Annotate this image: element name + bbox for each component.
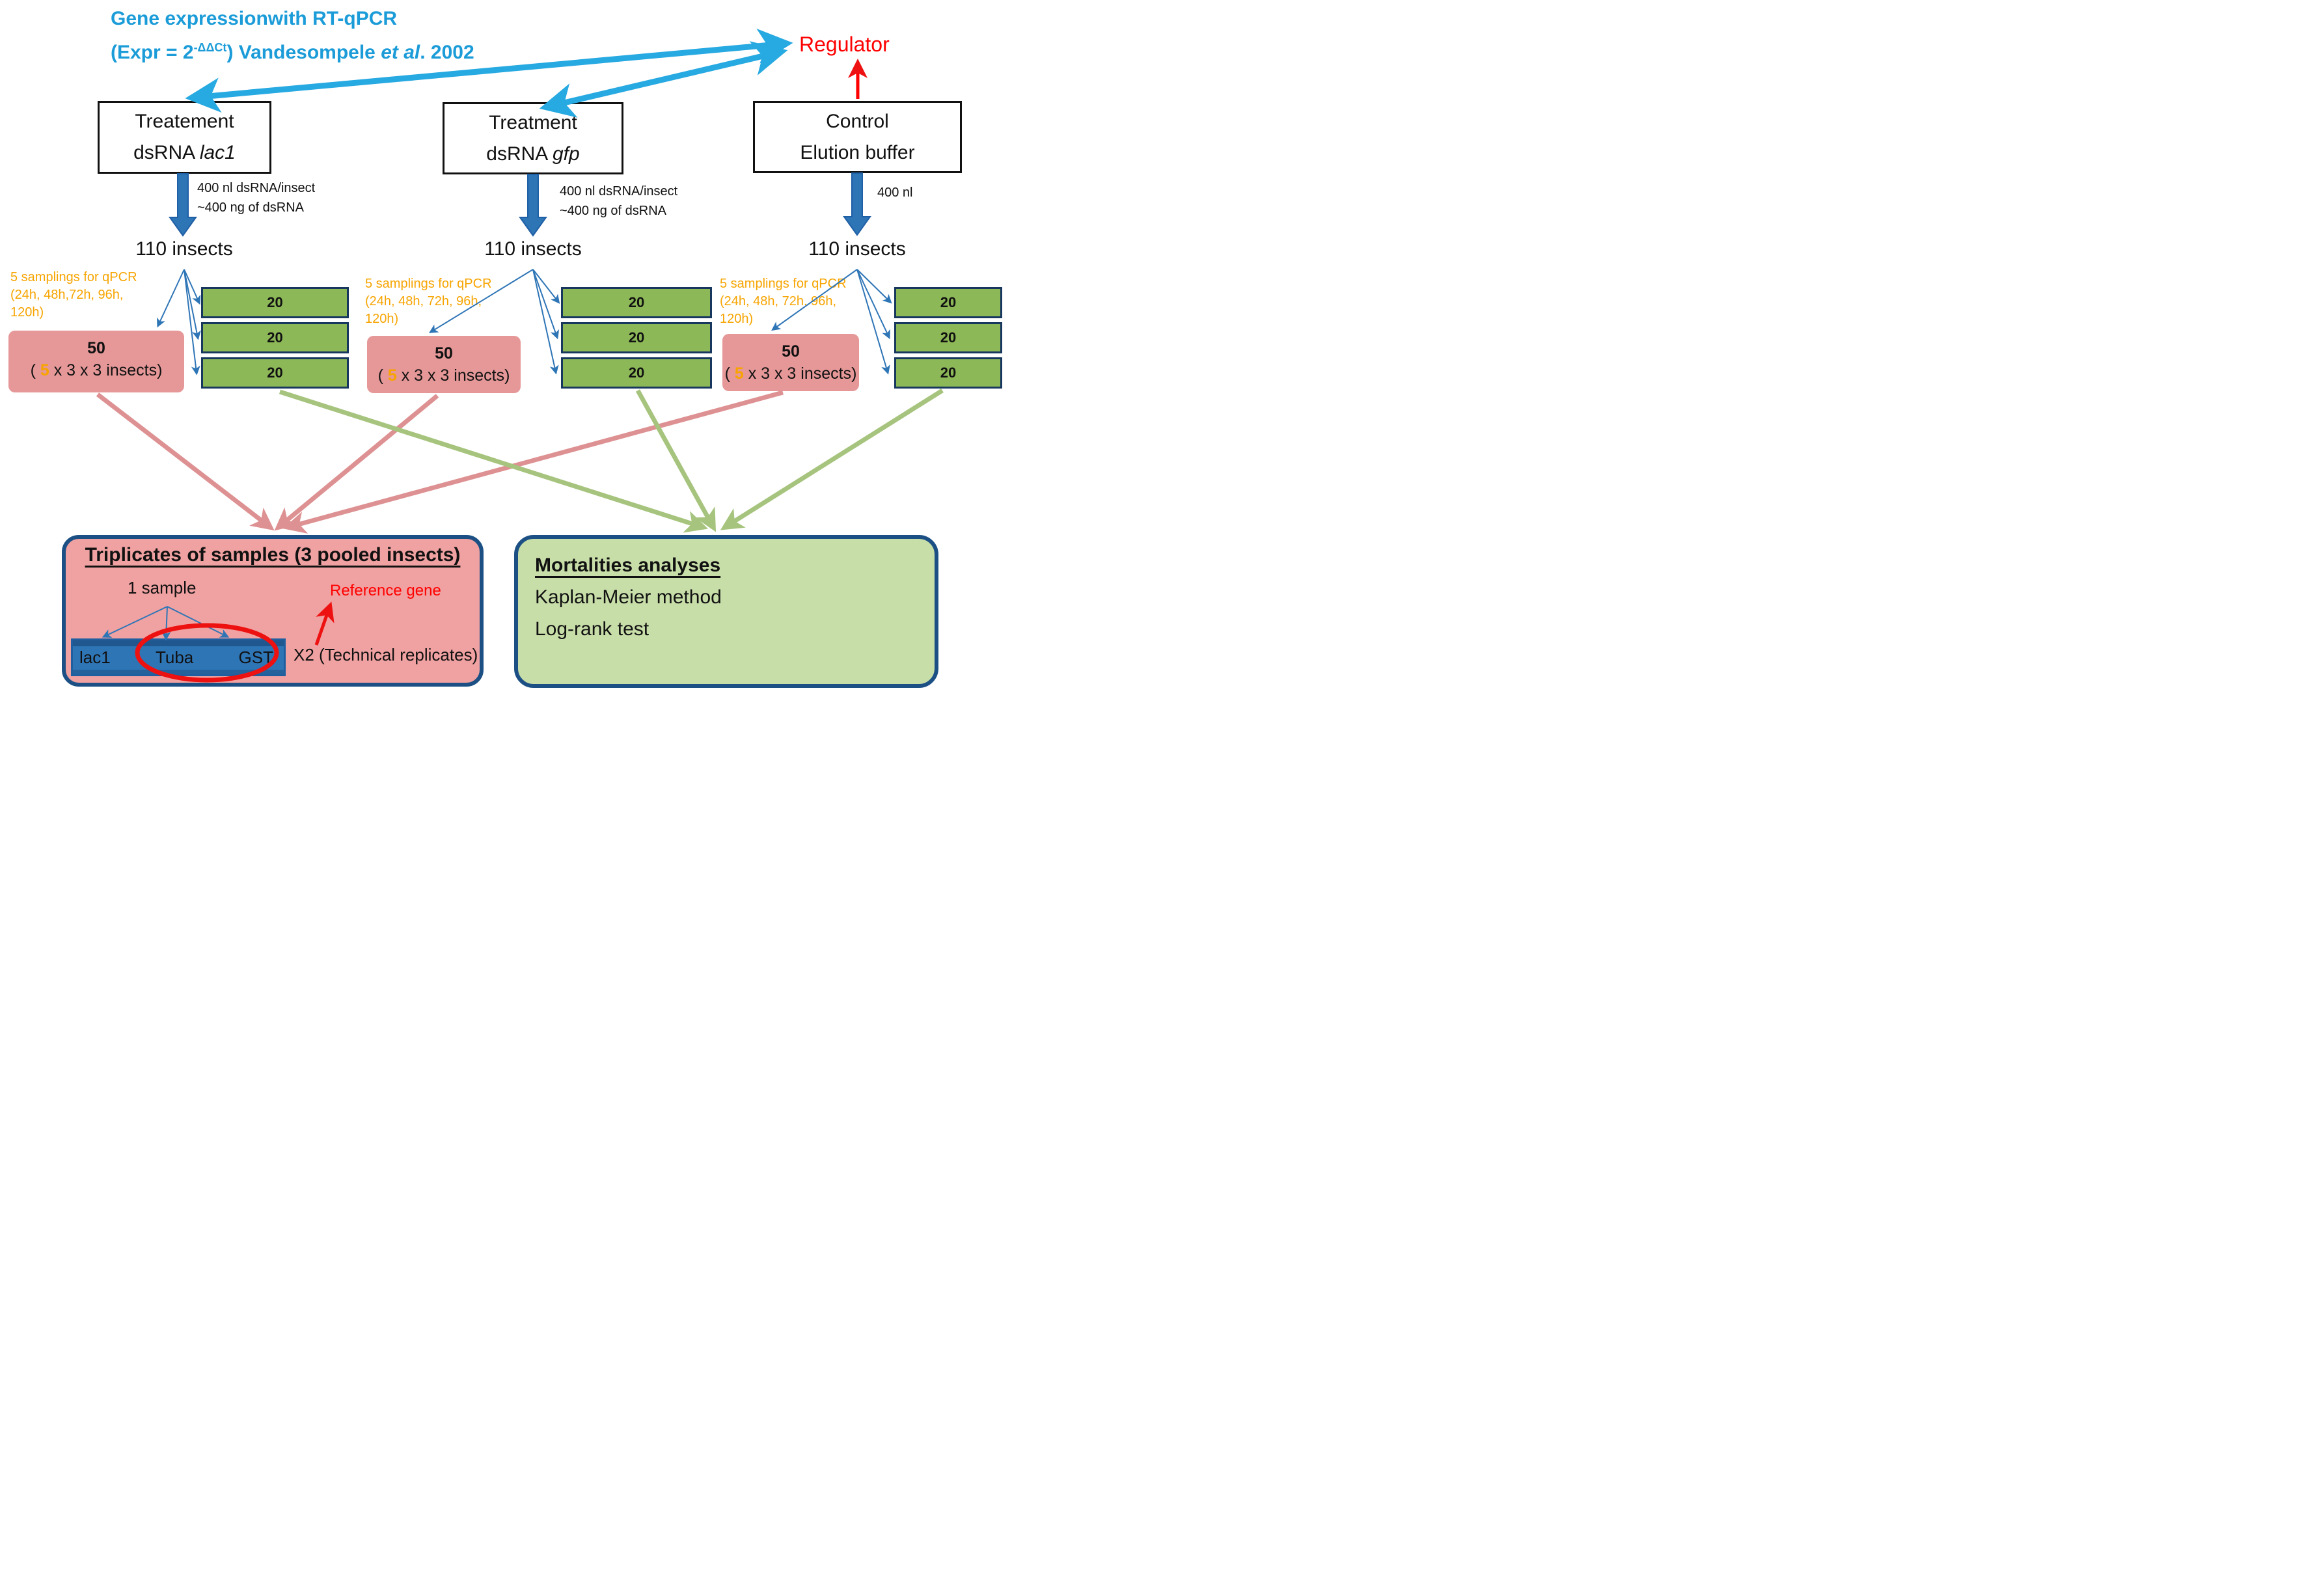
mortality-group-box: 20 [561,287,712,318]
treatment-box-gfp: Treatment dsRNA gfp [443,102,623,174]
title-line1: Gene expressionwith RT-qPCR [111,8,398,29]
injection-arrow-control [843,172,871,236]
mortality-arrow-control [720,389,944,530]
control-box: Control Elution buffer [753,101,962,173]
treatment-box-line2: Elution buffer [800,142,915,163]
title-line2: (Expr = 2-ΔΔCt) Vandesompele et al. 2002 [111,41,474,63]
regulator-label: Regulator [799,33,890,56]
page-title: Gene expressionwith RT-qPCR (Expr = 2-ΔΔ… [111,4,474,67]
fan-arrow [184,269,201,305]
injection-arrow-lac1 [169,173,197,237]
triplicates-title: Triplicates of samples (3 pooled insects… [85,544,461,566]
sampling-note-control: 5 samplings for qPCR (24h, 48h, 72h, 96h… [720,277,847,326]
mortalities-box: Mortalities analyses Kaplan-Meier method… [514,535,938,688]
mortality-groups-lac1: 20 20 20 [201,287,349,392]
mortalities-content: Mortalities analyses Kaplan-Meier method… [518,539,935,645]
mortalities-test: Log-rank test [535,618,649,640]
pool-count: 50 [435,344,453,363]
dose-label-lac1: 400 nl dsRNA/insect ~400 ng of dsRNA [197,181,316,215]
fan-arrow [532,269,560,304]
pool-detail: ( 5 x 3 x 3 insects) [724,364,857,383]
gene-box: lac1 Tuba GST [71,638,286,676]
mortality-group-box: 20 [894,357,1002,389]
mortality-arrow-lac1 [279,389,709,533]
sampling-note-lac1: 5 samplings for qPCR (24h, 48h,72h, 96h,… [10,270,137,320]
title-exponent: -ΔΔCt [193,41,227,54]
dose-label-gfp: 400 nl dsRNA/insect ~400 ng of dsRNA [560,184,678,218]
reference-gene-label: Reference gene [330,582,441,599]
fan-arrow [184,269,201,340]
fan-arrow [157,269,185,328]
pool-detail: ( 5 x 3 x 3 insects) [377,366,510,385]
technical-replicates-label: X2 (Technical replicates) [294,645,478,664]
qpcr-pool-box-control: 50 ( 5 x 3 x 3 insects) [722,334,859,391]
treatment-box-line2: dsRNA gfp [486,143,580,165]
pool-count: 50 [87,339,105,357]
mortality-arrow-gfp [635,389,717,532]
sampling-note-gfp: 5 samplings for qPCR (24h, 48h, 72h, 96h… [365,277,492,326]
mortality-groups-control: 20 20 20 [894,287,1002,392]
qpcr-pool-box-lac1: 50 ( 5 x 3 x 3 insects) [8,331,184,392]
treatment-box-line2: dsRNA lac1 [133,142,236,163]
gene-gst: GST [238,647,273,667]
mortality-group-box: 20 [561,322,712,353]
gene-lac1: lac1 [79,647,111,667]
injection-arrow-gfp [519,174,547,237]
gene-tuba: Tuba [155,647,194,667]
pool-count: 50 [782,342,800,361]
triplicates-box: Triplicates of samples (3 pooled insects… [62,535,484,687]
mortality-groups-gfp: 20 20 20 [561,287,712,392]
population-label-lac1: 110 insects [135,238,233,260]
mortality-group-box: 20 [894,287,1002,318]
mortality-group-box: 20 [894,322,1002,353]
sample-label: 1 sample [128,578,197,597]
population-label-gfp: 110 insects [484,238,582,260]
arrow-regulator-gfp [539,41,788,118]
mortality-group-box: 20 [201,357,349,389]
population-label-control: 110 insects [808,238,906,260]
fan-arrow [856,269,890,375]
qpcr-pool-box-gfp: 50 ( 5 x 3 x 3 insects) [367,336,521,393]
dose-label-control: 400 nl [877,185,913,200]
pool-detail: ( 5 x 3 x 3 insects) [30,361,163,379]
treatment-box-line1: Treatment [489,112,577,133]
pool-arrow-control [282,390,784,534]
fan-arrow [532,269,559,375]
pool-arrow-gfp [274,394,439,531]
fan-arrow [856,269,890,340]
pool-arrow-lac1 [96,392,275,531]
mortality-group-box: 20 [201,322,349,353]
fan-arrow [532,269,560,340]
mortality-group-box: 20 [201,287,349,318]
treatment-box-line1: Treatement [135,111,234,132]
treatment-box-line1: Control [826,111,889,132]
mortalities-title: Mortalities analyses [535,554,721,576]
treatment-box-lac1: Treatement dsRNA lac1 [98,101,271,174]
fan-arrow [856,269,892,304]
mortalities-method: Kaplan-Meier method [535,586,722,608]
fan-arrow [184,269,200,376]
rnai-experiment-diagram: Gene expressionwith RT-qPCR (Expr = 2-ΔΔ… [0,0,1006,688]
mortality-group-box: 20 [561,357,712,389]
